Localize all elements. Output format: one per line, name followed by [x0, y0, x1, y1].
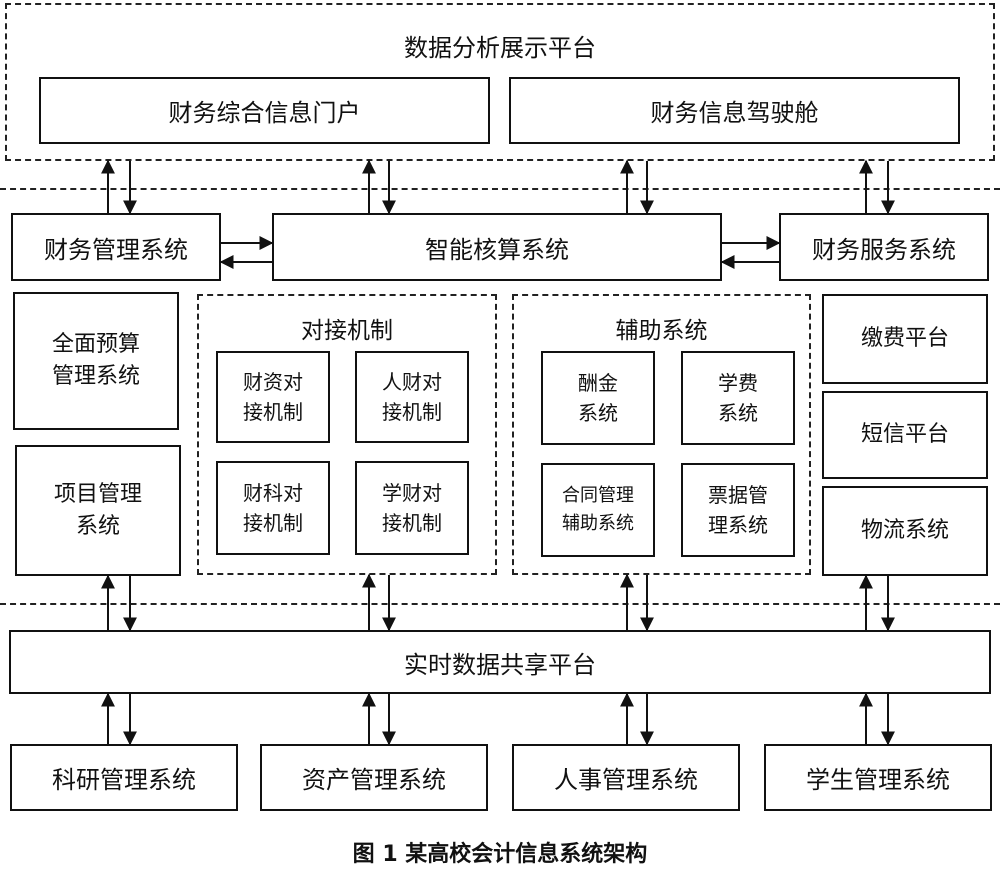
asset-management-system-label: 资产管理系统 — [302, 766, 446, 794]
docking-item-finance-capital: 财资对 接机制 — [216, 351, 330, 443]
figure-caption: 图 1 某高校会计信息系统架构 — [352, 842, 648, 867]
budget-management-system-label: 全面预算 管理系统 — [51, 332, 140, 389]
finance-portal-label: 财务综合信息门户 — [168, 99, 361, 127]
data-analysis-platform-region — [5, 3, 995, 161]
student-management-system-box: 学生管理系统 — [764, 744, 992, 811]
aux-item-tuition-label: 学费 系统 — [718, 371, 758, 425]
payment-platform-box: 缴费平台 — [822, 294, 988, 384]
docking-item-finance-capital-label: 财资对 接机制 — [243, 370, 303, 424]
data-sharing-platform-box: 实时数据共享平台 — [9, 630, 991, 694]
docking-item-hr-finance-label: 人财对 接机制 — [382, 370, 442, 424]
hr-management-system-box: 人事管理系统 — [512, 744, 740, 811]
research-management-system-box: 科研管理系统 — [10, 744, 238, 811]
auxiliary-systems-title: 辅助系统 — [615, 318, 708, 344]
docking-item-hr-finance: 人财对 接机制 — [355, 351, 469, 443]
sms-platform-box: 短信平台 — [822, 391, 988, 479]
budget-management-system-box: 全面预算 管理系统 — [13, 292, 179, 430]
finance-management-system-label: 财务管理系统 — [44, 235, 188, 264]
aux-item-tuition: 学费 系统 — [681, 351, 795, 445]
sms-platform-label: 短信平台 — [860, 422, 949, 448]
finance-cockpit-box: 财务信息驾驶舱 — [509, 77, 960, 144]
docking-item-student-finance-label: 学财对 接机制 — [382, 481, 442, 535]
docking-item-finance-research-label: 财科对 接机制 — [243, 481, 303, 535]
logistics-system-box: 物流系统 — [822, 486, 988, 576]
smart-accounting-system-label: 智能核算系统 — [425, 235, 569, 264]
separator-line-bottom — [0, 603, 1000, 605]
finance-portal-box: 财务综合信息门户 — [39, 77, 490, 144]
docking-item-student-finance: 学财对 接机制 — [355, 461, 469, 555]
project-management-system-label: 项目管理 系统 — [53, 481, 142, 539]
project-management-system-box: 项目管理 系统 — [15, 445, 181, 576]
auxiliary-systems-region — [512, 294, 811, 575]
docking-mechanism-title: 对接机制 — [301, 318, 393, 344]
finance-service-system-box: 财务服务系统 — [779, 213, 989, 281]
aux-item-contract: 合同管理 辅助系统 — [541, 463, 655, 557]
smart-accounting-system-box: 智能核算系统 — [272, 213, 722, 281]
data-sharing-platform-label: 实时数据共享平台 — [404, 650, 596, 679]
asset-management-system-box: 资产管理系统 — [260, 744, 488, 811]
finance-service-system-label: 财务服务系统 — [812, 235, 956, 264]
data-analysis-platform-title: 数据分析展示平台 — [404, 34, 596, 62]
research-management-system-label: 科研管理系统 — [52, 766, 196, 794]
docking-item-finance-research: 财科对 接机制 — [216, 461, 330, 555]
aux-item-contract-label: 合同管理 辅助系统 — [562, 485, 634, 534]
logistics-system-label: 物流系统 — [860, 518, 949, 544]
student-management-system-label: 学生管理系统 — [806, 766, 950, 794]
finance-cockpit-label: 财务信息驾驶舱 — [650, 99, 819, 127]
docking-mechanism-region — [197, 294, 497, 575]
aux-item-remuneration: 酬金 系统 — [541, 351, 655, 445]
aux-item-invoice: 票据管 理系统 — [681, 463, 795, 557]
finance-management-system-box: 财务管理系统 — [11, 213, 221, 281]
payment-platform-label: 缴费平台 — [860, 326, 949, 352]
aux-item-invoice-label: 票据管 理系统 — [708, 483, 768, 537]
hr-management-system-label: 人事管理系统 — [554, 766, 698, 794]
aux-item-remuneration-label: 酬金 系统 — [578, 371, 618, 425]
separator-line-top — [0, 188, 1000, 190]
